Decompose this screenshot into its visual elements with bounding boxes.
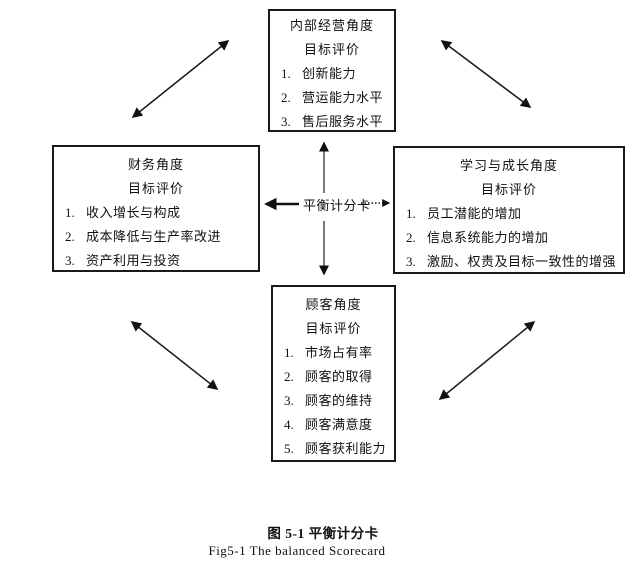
box-title: 顾客角度	[305, 297, 362, 312]
item-number: 3.	[284, 393, 294, 408]
item-number: 1.	[284, 345, 294, 360]
item-text: 顾客满意度	[305, 417, 373, 432]
item-text: 顾客的取得	[305, 369, 373, 384]
double-arrow-bottom-right-icon	[438, 321, 536, 400]
box-subtitle: 目标评价	[127, 181, 184, 196]
box-learning-growth-perspective: 学习与成长角度 目标评价 1. 员工潜能的增加 2. 信息系统能力的增加 3. …	[393, 146, 625, 274]
item-number: 3.	[406, 254, 416, 269]
list-item: 1. 创新能力	[276, 62, 388, 86]
item-number: 4.	[284, 417, 294, 432]
double-arrow-top-left-icon	[131, 40, 230, 118]
box-financial-perspective: 财务角度 目标评价 1. 收入增长与构成 2. 成本降低与生产率改进 3. 资产…	[52, 145, 260, 272]
item-text: 激励、权责及目标一致性的增强	[427, 254, 617, 269]
list-item: 4. 顾客满意度	[279, 413, 388, 437]
box-internal-process-perspective: 内部经营角度 目标评价 1. 创新能力 2. 营运能力水平 3. 售后服务水平	[268, 9, 396, 132]
item-number: 1.	[406, 206, 416, 221]
item-number: 1.	[281, 66, 291, 81]
center-label: 平衡计分卡	[303, 198, 371, 213]
box-title: 财务角度	[127, 157, 184, 172]
item-text: 收入增长与构成	[86, 205, 181, 220]
item-number: 3.	[65, 253, 75, 268]
item-text: 创新能力	[302, 66, 357, 81]
list-item: 2. 成本降低与生产率改进	[60, 225, 252, 249]
list-item: 3. 售后服务水平	[276, 110, 388, 134]
item-text: 营运能力水平	[302, 90, 384, 105]
item-text: 售后服务水平	[302, 114, 384, 129]
item-number: 5.	[284, 441, 294, 456]
list-item: 1. 收入增长与构成	[60, 201, 252, 225]
list-item: 2. 顾客的取得	[279, 365, 388, 389]
item-text: 成本降低与生产率改进	[86, 229, 222, 244]
box-customer-perspective: 顾客角度 目标评价 1. 市场占有率 2. 顾客的取得 3. 顾客的维持 4. …	[271, 285, 396, 462]
list-item: 1. 市场占有率	[279, 341, 388, 365]
item-number: 2.	[284, 369, 294, 384]
item-text: 顾客获利能力	[305, 441, 387, 456]
list-item: 3. 顾客的维持	[279, 389, 388, 413]
figure-caption-en: Fig5-1 The balanced Scorecard	[208, 543, 386, 558]
list-item: 3. 激励、权责及目标一致性的增强	[401, 250, 617, 274]
item-number: 3.	[281, 114, 291, 129]
item-text: 资产利用与投资	[86, 253, 181, 268]
item-text: 员工潜能的增加	[427, 206, 522, 221]
box-subtitle: 目标评价	[480, 182, 537, 197]
box-title: 学习与成长角度	[459, 158, 558, 173]
box-subtitle: 目标评价	[303, 42, 360, 57]
item-number: 2.	[406, 230, 416, 245]
box-title: 内部经营角度	[289, 18, 374, 33]
double-arrow-bottom-left-icon	[130, 321, 219, 390]
box-subtitle: 目标评价	[305, 321, 362, 336]
list-item: 2. 营运能力水平	[276, 86, 388, 110]
item-number: 1.	[65, 205, 75, 220]
item-text: 市场占有率	[305, 345, 373, 360]
list-item: 2. 信息系统能力的增加	[401, 226, 617, 250]
item-number: 2.	[281, 90, 291, 105]
item-number: 2.	[65, 229, 75, 244]
item-text: 顾客的维持	[305, 393, 373, 408]
list-item: 1. 员工潜能的增加	[401, 202, 617, 226]
item-text: 信息系统能力的增加	[427, 230, 549, 245]
list-item: 5. 顾客获利能力	[279, 437, 388, 461]
list-item: 3. 资产利用与投资	[60, 249, 252, 273]
double-arrow-top-right-icon	[440, 40, 532, 108]
figure-caption-zh: 图 5-1 平衡计分卡	[267, 526, 379, 541]
